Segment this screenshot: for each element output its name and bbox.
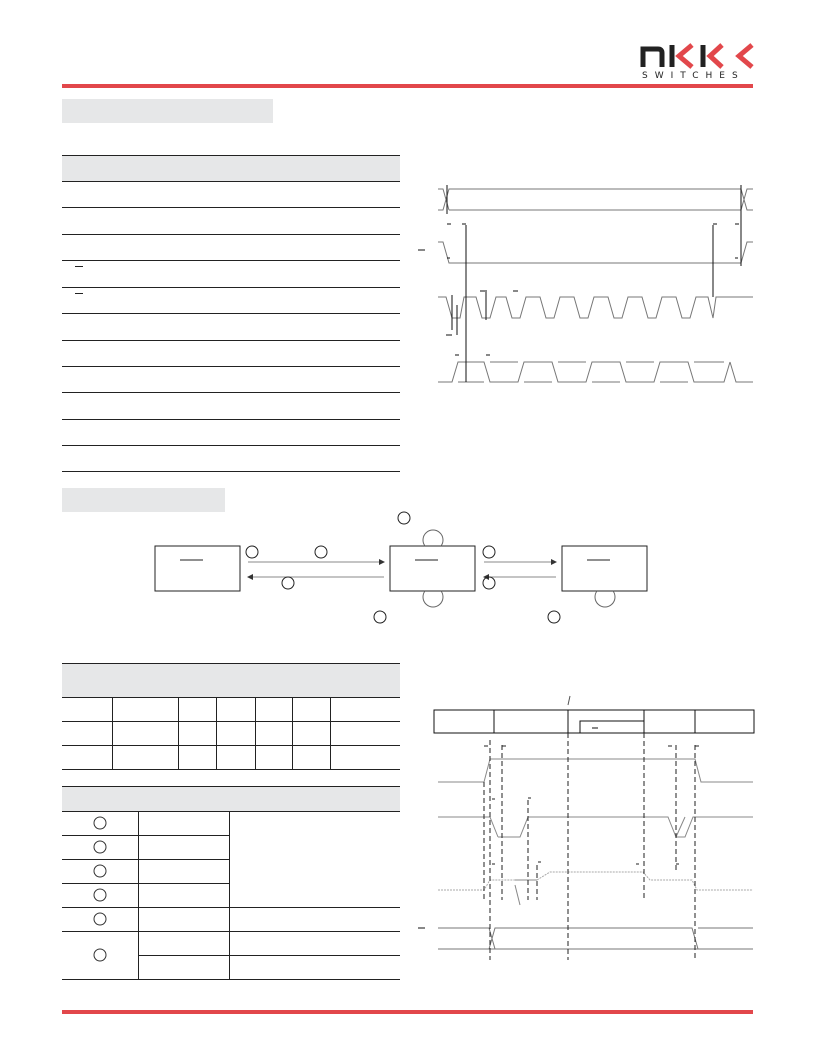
overbar-mark bbox=[75, 266, 83, 267]
table-row bbox=[62, 392, 400, 393]
callout-line bbox=[567, 695, 571, 706]
transition-number-circle bbox=[281, 576, 295, 590]
table-column bbox=[330, 697, 331, 769]
table-column bbox=[292, 697, 293, 769]
table-rule bbox=[62, 811, 400, 812]
clock-waveform bbox=[438, 296, 753, 319]
self-loop bbox=[594, 590, 616, 608]
transition-number-circle bbox=[482, 576, 496, 590]
table-row bbox=[62, 445, 400, 446]
table-row bbox=[62, 859, 229, 860]
timing-marker bbox=[446, 185, 742, 382]
table-rule bbox=[62, 697, 400, 698]
self-loop bbox=[422, 590, 444, 608]
table-row bbox=[62, 207, 400, 208]
signal-waveform bbox=[438, 241, 753, 264]
state-diagram bbox=[154, 511, 648, 624]
table-rule bbox=[62, 181, 400, 182]
table-row bbox=[62, 260, 400, 261]
logo-graphic: SWITCHES bbox=[640, 43, 754, 80]
phase-subbox bbox=[579, 720, 644, 733]
table-header bbox=[62, 663, 400, 697]
table-row bbox=[62, 419, 400, 420]
signal-waveform bbox=[438, 927, 753, 950]
serial-timing-diagram bbox=[418, 185, 753, 383]
parallel-timing-diagram bbox=[418, 695, 755, 960]
svg-text:SWITCHES: SWITCHES bbox=[642, 71, 745, 80]
signal-waveform bbox=[514, 879, 537, 906]
table-row bbox=[62, 907, 400, 908]
timing-tick bbox=[446, 223, 739, 356]
footer-rule bbox=[62, 1010, 753, 1014]
table-header bbox=[62, 786, 400, 811]
table-row bbox=[62, 234, 400, 235]
table-row bbox=[62, 931, 400, 932]
table-rule bbox=[62, 979, 400, 980]
table-row bbox=[62, 745, 400, 746]
table-column bbox=[216, 697, 217, 769]
phase-divider bbox=[493, 710, 696, 733]
transition-number-circle bbox=[314, 545, 328, 559]
phase-bar bbox=[433, 709, 755, 734]
table-row bbox=[138, 955, 400, 956]
table-column bbox=[255, 697, 256, 769]
state-box bbox=[154, 545, 241, 592]
timing-tick bbox=[484, 745, 699, 865]
signal-waveform bbox=[438, 188, 753, 211]
table-row bbox=[62, 769, 400, 770]
signal-waveform bbox=[438, 871, 753, 891]
state-box bbox=[561, 545, 648, 592]
state-box bbox=[389, 545, 476, 592]
table-column bbox=[178, 697, 179, 769]
table-row bbox=[62, 721, 400, 722]
table-row bbox=[62, 287, 400, 288]
table-row bbox=[62, 340, 400, 341]
section-heading-box bbox=[62, 99, 273, 123]
table-row bbox=[62, 835, 229, 836]
signal-waveform bbox=[438, 758, 753, 783]
table-row bbox=[62, 471, 400, 472]
data-waveform bbox=[438, 361, 753, 383]
table-column bbox=[138, 811, 139, 979]
table-row bbox=[62, 366, 400, 367]
table-column bbox=[112, 697, 113, 769]
table-row bbox=[62, 313, 400, 314]
table-rule bbox=[62, 663, 400, 664]
header-rule bbox=[62, 84, 753, 88]
transition-number-circle bbox=[245, 545, 259, 559]
timing-dashed-line bbox=[483, 733, 696, 960]
table-row bbox=[62, 883, 229, 884]
overbar-mark bbox=[75, 293, 83, 294]
nkk-switches-logo: SWITCHES bbox=[640, 40, 755, 80]
transition-number-circle bbox=[482, 545, 496, 559]
table-rule bbox=[62, 155, 400, 156]
transition-number-circle bbox=[373, 610, 387, 624]
table-header bbox=[62, 155, 400, 181]
table-column bbox=[229, 811, 230, 979]
signal-waveform bbox=[438, 816, 753, 838]
self-loop bbox=[422, 529, 444, 547]
transition-number-circle bbox=[397, 511, 411, 525]
section-heading-box bbox=[62, 488, 225, 512]
transition-number-circle bbox=[547, 610, 561, 624]
table-rule bbox=[62, 786, 400, 787]
